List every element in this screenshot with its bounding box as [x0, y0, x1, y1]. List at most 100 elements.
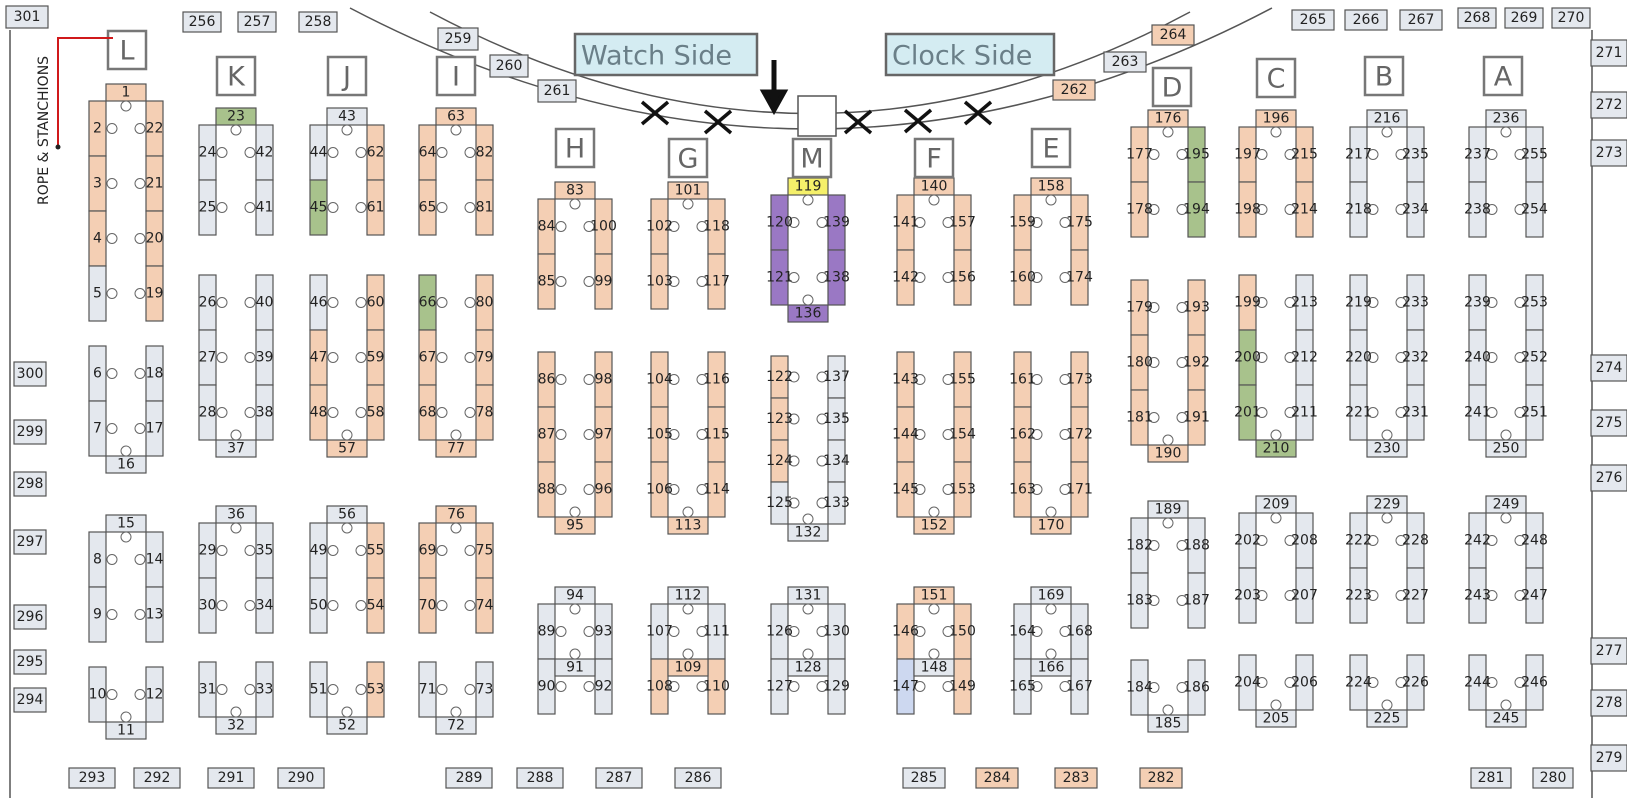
booth-21[interactable]: 21 — [134, 155, 164, 212]
booth-38[interactable]: 38 — [244, 384, 274, 441]
booth-236[interactable]: 236 — [1485, 109, 1527, 138]
booth-85[interactable]: 85 — [537, 253, 567, 310]
booth-17[interactable]: 17 — [134, 400, 164, 457]
booth-32[interactable]: 32 — [215, 706, 257, 735]
booth-134[interactable]: 134 — [816, 439, 850, 483]
booth-57[interactable]: 57 — [326, 429, 368, 458]
booth-300[interactable]: 300 — [13, 361, 47, 387]
booth-41[interactable]: 41 — [244, 179, 274, 236]
booth-216[interactable]: 216 — [1366, 109, 1408, 138]
booth-219[interactable]: 219 — [1345, 274, 1379, 331]
booth-254[interactable]: 254 — [1514, 181, 1548, 238]
booth-90[interactable]: 90 — [537, 658, 567, 715]
booth-277[interactable]: 277 — [1590, 637, 1627, 665]
booth-227[interactable]: 227 — [1395, 567, 1429, 624]
booth-119[interactable]: 119 — [787, 177, 829, 206]
booth-179[interactable]: 179 — [1126, 279, 1160, 336]
booth-175[interactable]: 175 — [1059, 194, 1093, 251]
booth-15[interactable]: 15 — [105, 514, 147, 543]
booth-84[interactable]: 84 — [537, 198, 567, 255]
booth-97[interactable]: 97 — [583, 406, 613, 463]
booth-279[interactable]: 279 — [1590, 744, 1627, 772]
booth-81[interactable]: 81 — [464, 179, 494, 236]
booth-278[interactable]: 278 — [1590, 689, 1627, 717]
booth-259[interactable]: 259 — [437, 27, 479, 51]
booth-192[interactable]: 192 — [1176, 334, 1210, 391]
booth-203[interactable]: 203 — [1234, 567, 1268, 624]
booth-132[interactable]: 132 — [787, 513, 829, 542]
booth-110[interactable]: 110 — [696, 658, 730, 715]
booth-198[interactable]: 198 — [1234, 181, 1268, 238]
booth-11[interactable]: 11 — [105, 711, 147, 740]
booth-47[interactable]: 47 — [309, 329, 339, 386]
booth-188[interactable]: 188 — [1176, 517, 1210, 574]
booth-183[interactable]: 183 — [1126, 572, 1160, 629]
booth-155[interactable]: 155 — [942, 351, 976, 408]
booth-78[interactable]: 78 — [464, 384, 494, 441]
booth-255[interactable]: 255 — [1514, 126, 1548, 183]
booth-260[interactable]: 260 — [489, 54, 529, 78]
booth-177[interactable]: 177 — [1126, 126, 1160, 183]
booth-212[interactable]: 212 — [1284, 329, 1318, 386]
booth-287[interactable]: 287 — [595, 767, 643, 789]
booth-217[interactable]: 217 — [1345, 126, 1379, 183]
booth-142[interactable]: 142 — [892, 249, 926, 306]
booth-237[interactable]: 237 — [1464, 126, 1498, 183]
booth-178[interactable]: 178 — [1126, 181, 1160, 238]
booth-54[interactable]: 54 — [355, 577, 385, 634]
booth-79[interactable]: 79 — [464, 329, 494, 386]
booth-83[interactable]: 83 — [554, 181, 596, 210]
booth-125[interactable]: 125 — [766, 481, 800, 525]
booth-16[interactable]: 16 — [105, 445, 147, 474]
booth-2[interactable]: 2 — [88, 100, 118, 157]
booth-121[interactable]: 121 — [766, 249, 800, 306]
booth-229[interactable]: 229 — [1366, 495, 1408, 524]
booth-136[interactable]: 136 — [787, 294, 829, 323]
booth-105[interactable]: 105 — [646, 406, 680, 463]
booth-53[interactable]: 53 — [355, 661, 385, 718]
booth-7[interactable]: 7 — [88, 400, 118, 457]
booth-34[interactable]: 34 — [244, 577, 274, 634]
booth-118[interactable]: 118 — [696, 198, 730, 255]
booth-36[interactable]: 36 — [215, 505, 257, 534]
booth-171[interactable]: 171 — [1059, 461, 1093, 518]
booth-130[interactable]: 130 — [816, 603, 850, 660]
booth-189[interactable]: 189 — [1147, 500, 1189, 529]
booth-276[interactable]: 276 — [1590, 464, 1627, 492]
booth-242[interactable]: 242 — [1464, 512, 1498, 569]
booth-172[interactable]: 172 — [1059, 406, 1093, 463]
booth-215[interactable]: 215 — [1284, 126, 1318, 183]
booth-133[interactable]: 133 — [816, 481, 850, 525]
booth-205[interactable]: 205 — [1255, 699, 1297, 728]
booth-8[interactable]: 8 — [88, 531, 118, 588]
booth-60[interactable]: 60 — [355, 274, 385, 331]
booth-162[interactable]: 162 — [1009, 406, 1043, 463]
booth-253[interactable]: 253 — [1514, 274, 1548, 331]
booth-77[interactable]: 77 — [435, 429, 477, 458]
booth-48[interactable]: 48 — [309, 384, 339, 441]
booth-120[interactable]: 120 — [766, 194, 800, 251]
booth-76[interactable]: 76 — [435, 505, 477, 534]
booth-164[interactable]: 164 — [1009, 603, 1043, 660]
booth-154[interactable]: 154 — [942, 406, 976, 463]
booth-151[interactable]: 151 — [913, 586, 955, 615]
booth-169[interactable]: 169 — [1030, 586, 1072, 615]
booth-94[interactable]: 94 — [554, 586, 596, 615]
booth-101[interactable]: 101 — [667, 181, 709, 210]
booth-182[interactable]: 182 — [1126, 517, 1160, 574]
booth-67[interactable]: 67 — [418, 329, 448, 386]
booth-262[interactable]: 262 — [1052, 79, 1096, 101]
booth-52[interactable]: 52 — [326, 706, 368, 735]
booth-174[interactable]: 174 — [1059, 249, 1093, 306]
booth-71[interactable]: 71 — [418, 661, 448, 718]
booth-148[interactable]: 148 — [913, 648, 955, 677]
booth-186[interactable]: 186 — [1176, 659, 1210, 716]
booth-3[interactable]: 3 — [88, 155, 118, 212]
booth-63[interactable]: 63 — [435, 107, 477, 136]
booth-149[interactable]: 149 — [942, 658, 976, 715]
booth-283[interactable]: 283 — [1054, 767, 1098, 789]
booth-18[interactable]: 18 — [134, 345, 164, 402]
booth-4[interactable]: 4 — [88, 210, 118, 267]
booth-269[interactable]: 269 — [1504, 7, 1544, 29]
booth-225[interactable]: 225 — [1366, 699, 1408, 728]
